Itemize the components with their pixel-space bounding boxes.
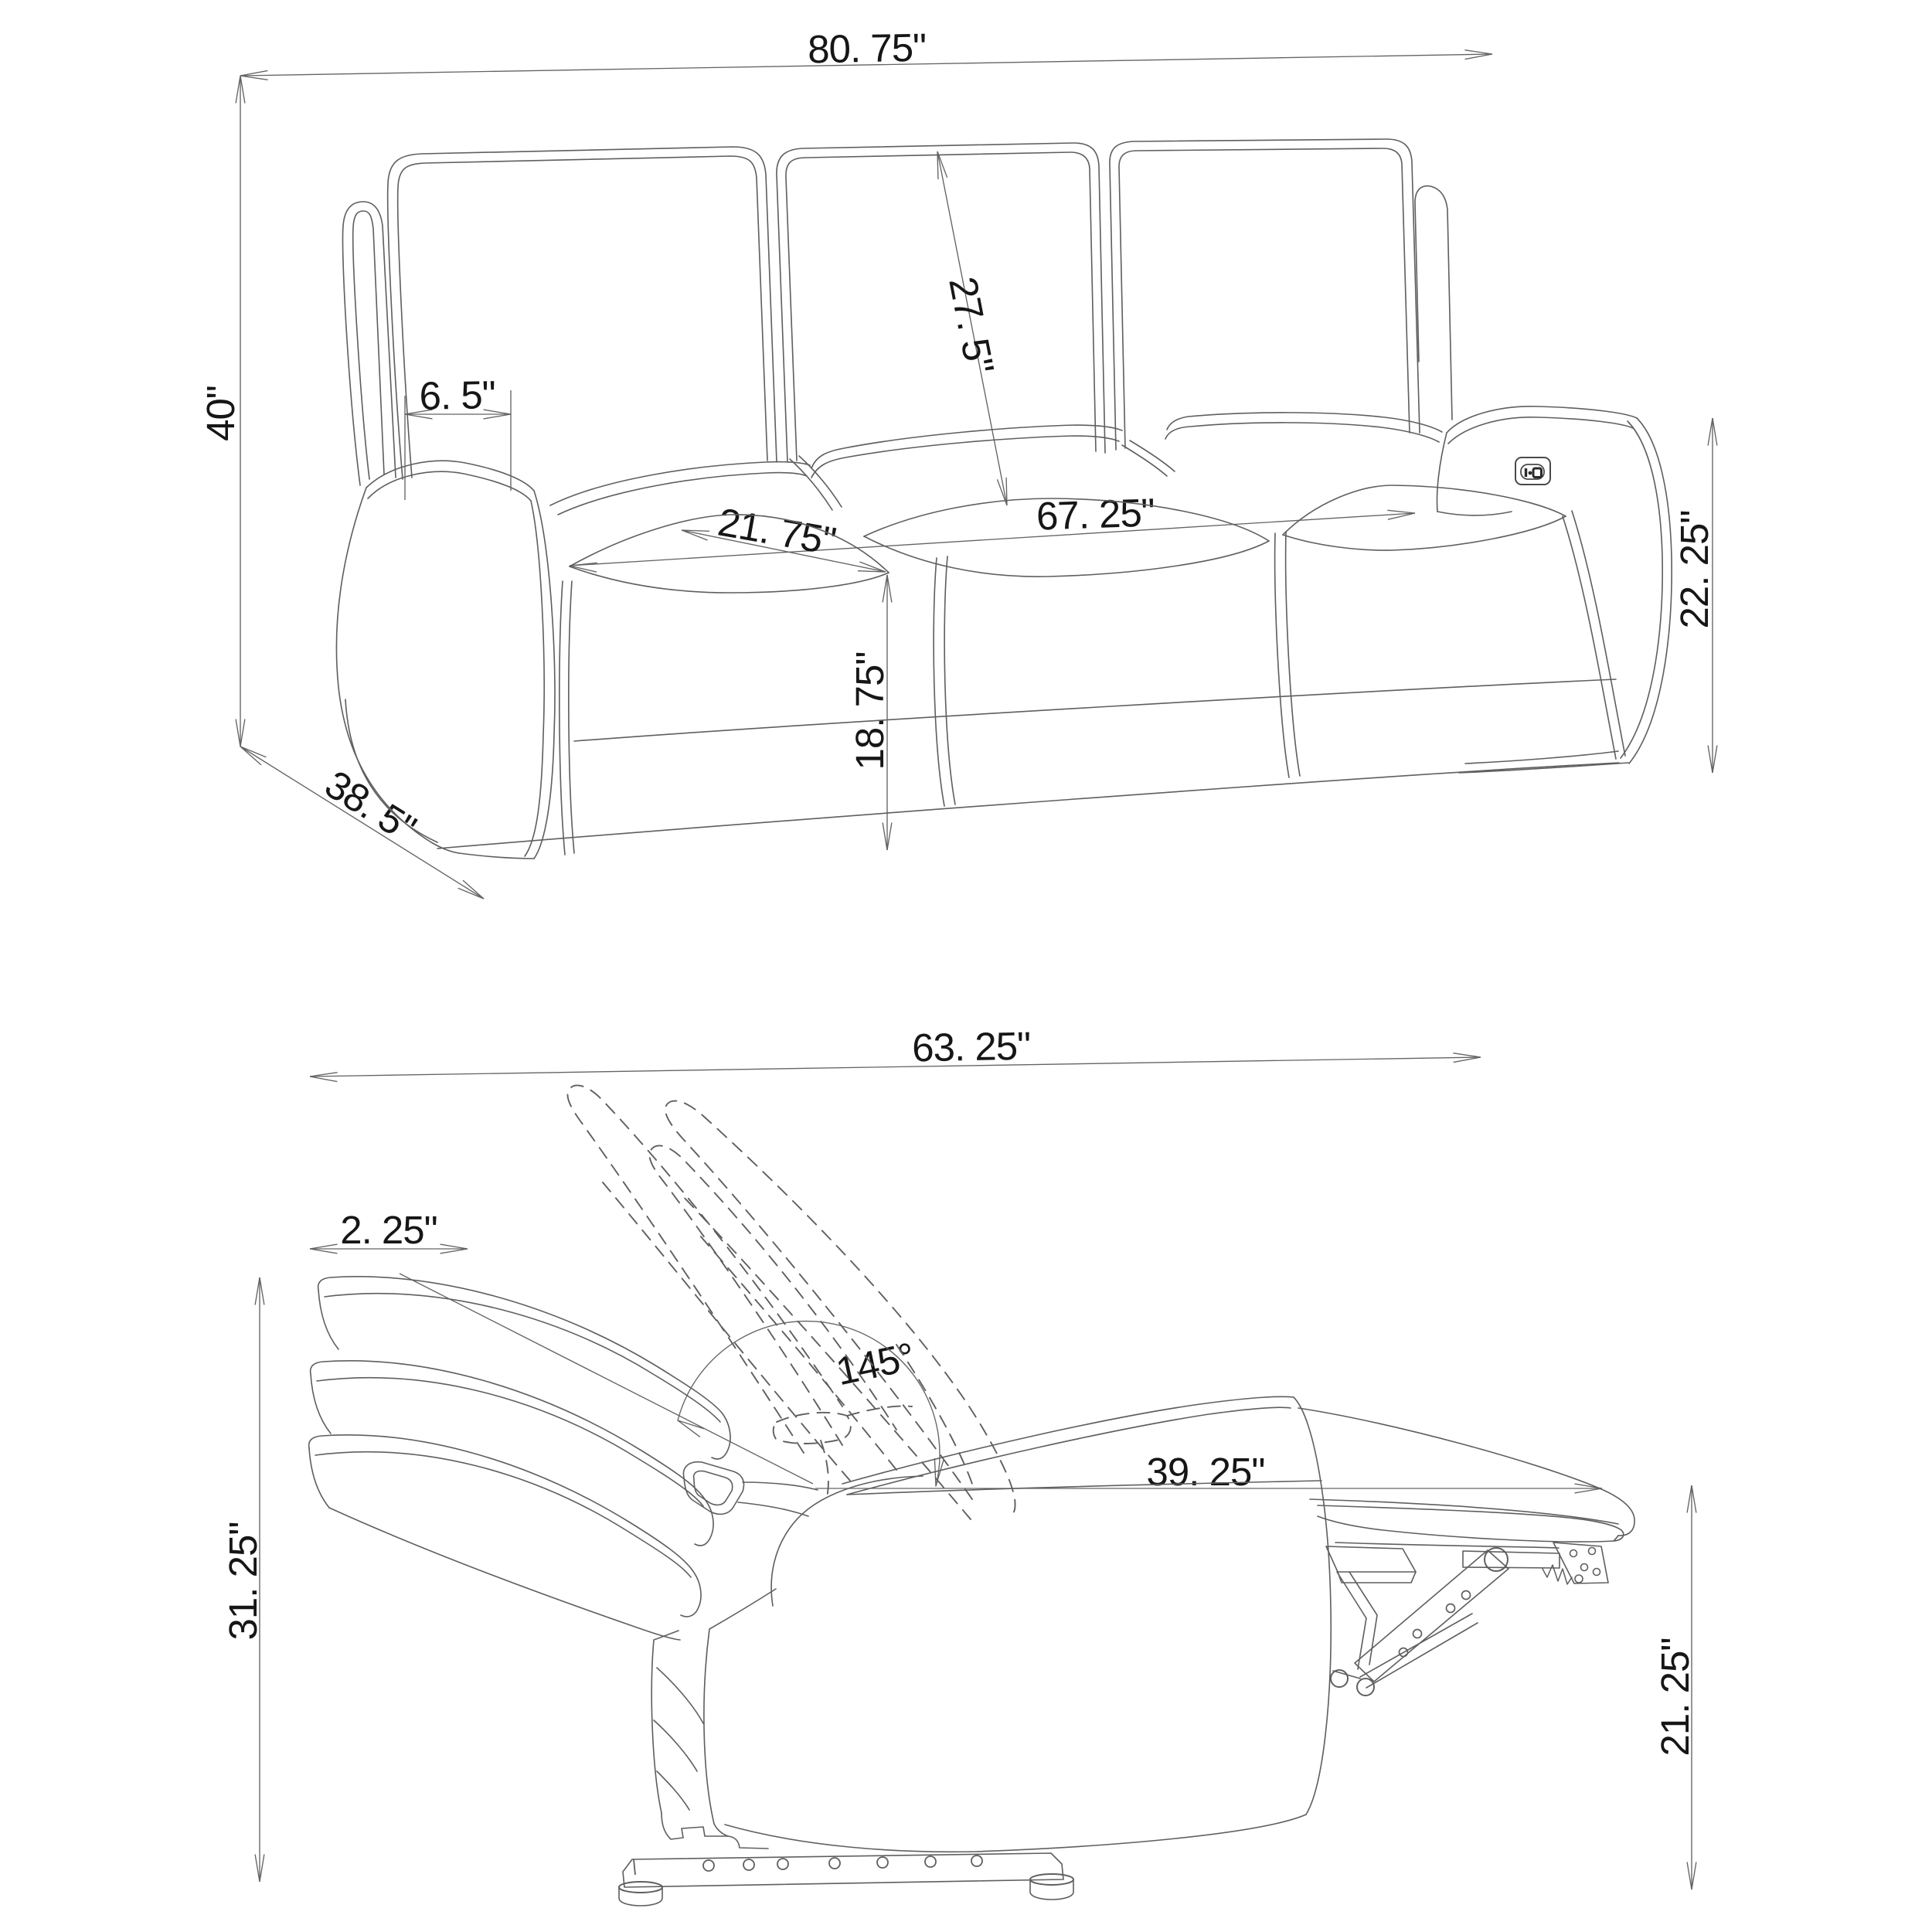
svg-text:21. 25": 21. 25" <box>1653 1638 1697 1757</box>
svg-text:31. 25": 31. 25" <box>221 1522 265 1641</box>
svg-text:2. 25": 2. 25" <box>340 1208 437 1252</box>
svg-text:6. 5": 6. 5" <box>419 372 495 418</box>
svg-text:22. 25": 22. 25" <box>1672 511 1716 629</box>
svg-text:39. 25": 39. 25" <box>1147 1450 1265 1494</box>
svg-text:80. 75": 80. 75" <box>808 26 927 72</box>
svg-text:63. 25": 63. 25" <box>912 1024 1031 1070</box>
svg-text:67. 25": 67. 25" <box>1036 490 1155 538</box>
svg-text:18. 75": 18. 75" <box>848 652 892 770</box>
svg-text:40": 40" <box>199 386 243 441</box>
